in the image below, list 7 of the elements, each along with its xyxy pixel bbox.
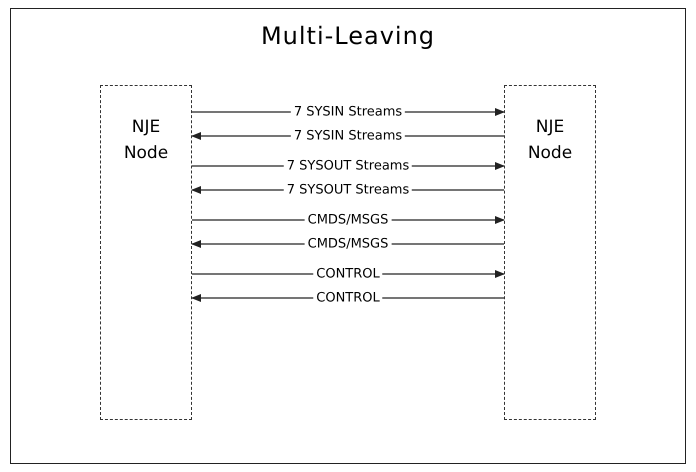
edge-label: CMDS/MSGS [304, 212, 392, 228]
node-box [504, 85, 596, 420]
edge-label: CMDS/MSGS [304, 236, 392, 252]
node-label: NJE Node [122, 116, 170, 165]
diagram-title: Multi-Leaving [260, 22, 436, 50]
node-label: NJE Node [526, 116, 574, 165]
node-box [100, 85, 192, 420]
